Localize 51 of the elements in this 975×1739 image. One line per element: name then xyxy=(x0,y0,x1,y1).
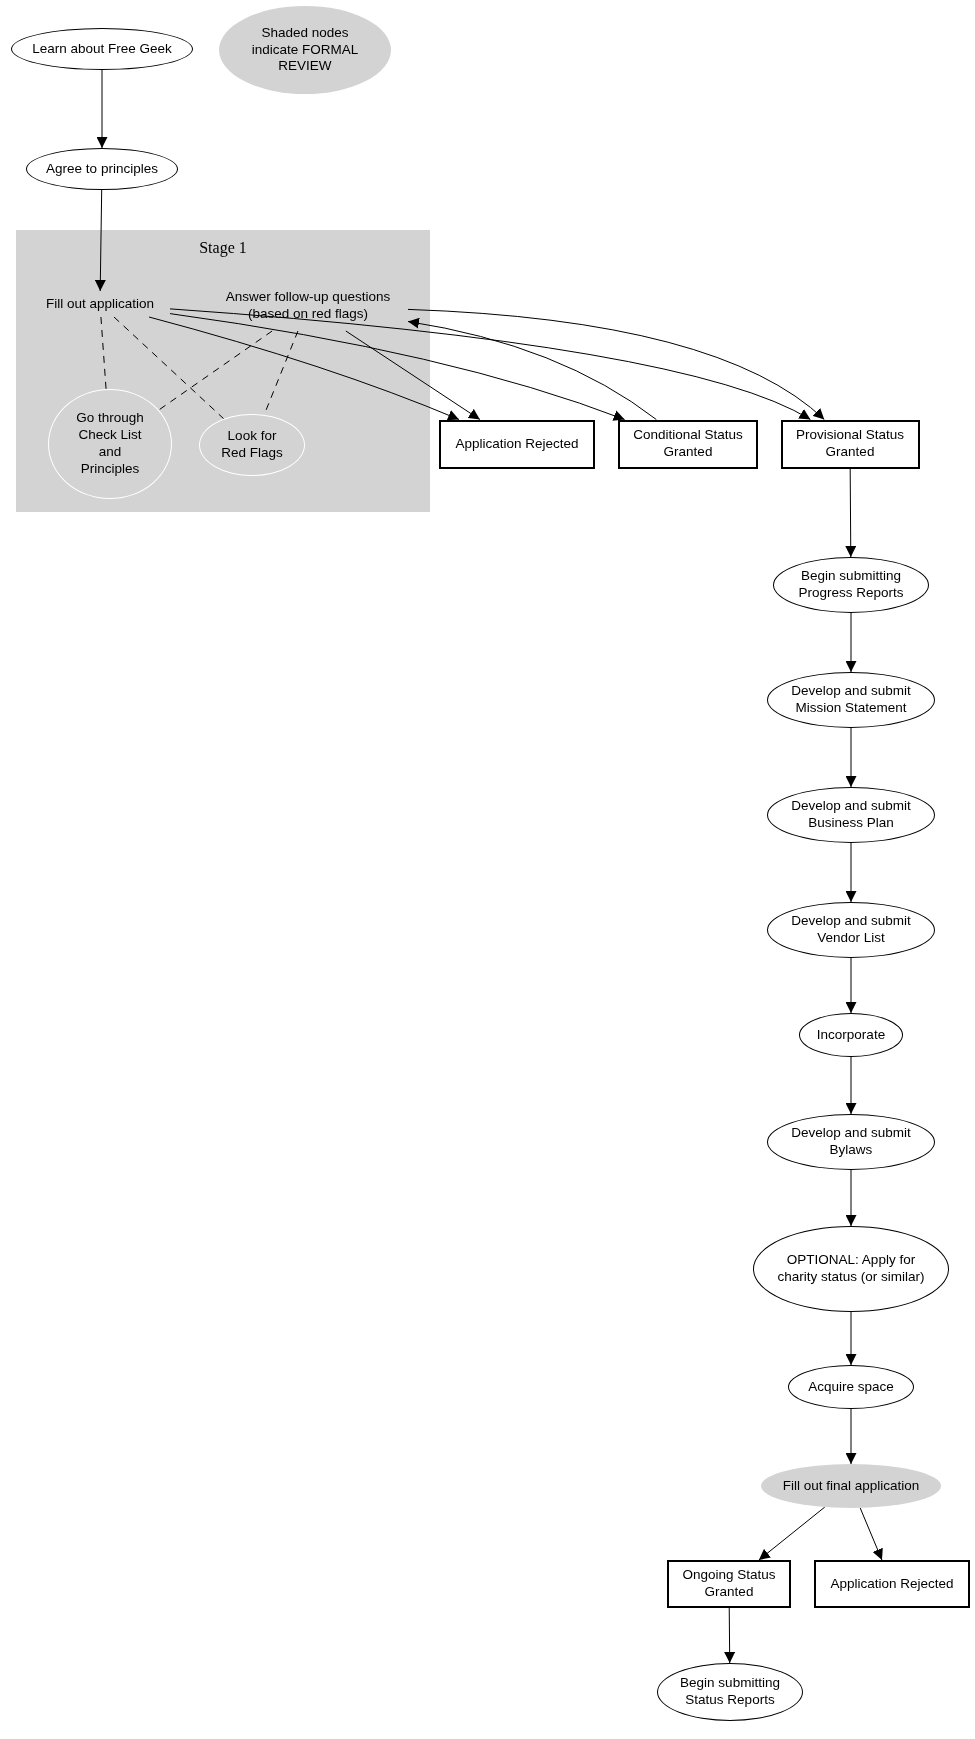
dashed-connector xyxy=(113,316,225,420)
stage-cluster xyxy=(16,230,430,512)
node-text: Learn about Free Geek xyxy=(32,40,172,58)
status-box xyxy=(618,419,758,469)
arrow xyxy=(845,468,857,558)
node-text: Shaded nodes indicate FORMAL REVIEW xyxy=(250,24,360,76)
arrow xyxy=(845,957,857,1014)
node-text: Ongoing Status Granted xyxy=(681,1567,777,1601)
arrow xyxy=(345,330,481,420)
arrow xyxy=(724,1607,736,1664)
arrow xyxy=(845,1408,857,1465)
node-text: Acquire space xyxy=(808,1378,894,1396)
dashed-connector xyxy=(158,330,273,411)
node-text: Develop and submit Bylaws xyxy=(790,1125,912,1159)
arrow xyxy=(845,1056,857,1115)
arrow xyxy=(845,612,857,673)
arrow xyxy=(859,1507,883,1561)
arrow xyxy=(169,313,626,421)
arrow xyxy=(845,1169,857,1227)
status-box xyxy=(780,419,920,469)
arrow xyxy=(845,842,857,903)
cluster-title: Stage 1 xyxy=(199,238,247,258)
arrow xyxy=(407,317,657,420)
status-box xyxy=(439,419,595,469)
node-text: Application Rejected xyxy=(455,435,579,453)
node-text: Application Rejected xyxy=(830,1575,954,1593)
node-text: Begin submitting Progress Reports xyxy=(797,568,905,602)
status-box xyxy=(667,1560,791,1608)
node-text: Develop and submit Mission Statement xyxy=(790,683,912,717)
arrow xyxy=(845,1311,857,1366)
node-text: Conditional Status Granted xyxy=(632,427,744,461)
arrow xyxy=(758,1506,826,1561)
node-text: Provisional Status Granted xyxy=(794,427,906,461)
arrow xyxy=(169,308,811,420)
node-text: Fill out application xyxy=(45,295,155,313)
arrow xyxy=(96,69,108,149)
arrow xyxy=(94,189,106,292)
arrow xyxy=(148,316,460,421)
node-text: OPTIONAL: Apply for charity status (or similar) xyxy=(776,1252,926,1286)
node-text: Begin submitting Status Reports xyxy=(679,1675,781,1709)
node-text: Develop and submit Vendor List xyxy=(790,913,912,947)
node-text: Look for Red Flags xyxy=(221,428,283,462)
node-text: Fill out final application xyxy=(782,1477,920,1495)
node-text: Incorporate xyxy=(816,1026,886,1044)
status-box xyxy=(814,1560,970,1608)
node-text: Go through Check List and Principles xyxy=(75,410,145,478)
node-text: Develop and submit Business Plan xyxy=(790,798,912,832)
arrow xyxy=(845,727,857,788)
node-text: Agree to principles xyxy=(46,160,158,178)
dashed-connector xyxy=(100,316,107,390)
arrow xyxy=(407,308,825,420)
